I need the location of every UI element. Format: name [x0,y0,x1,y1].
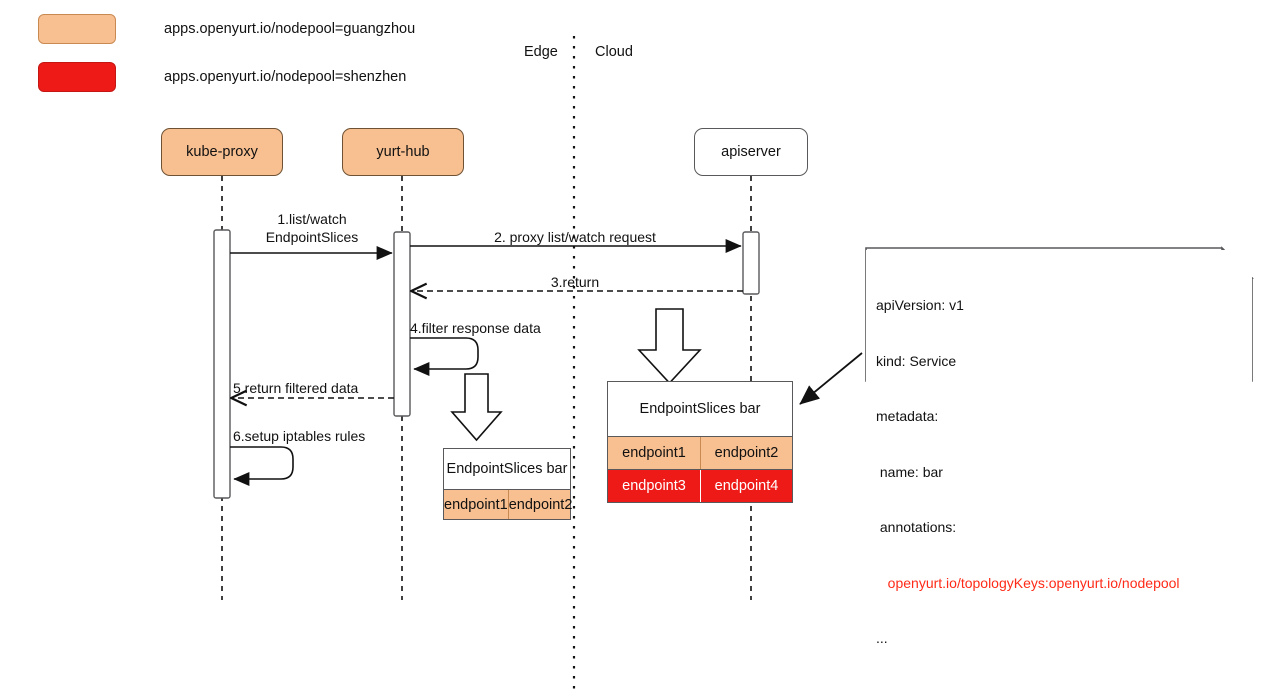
message-label-6-line1: 6.setup iptables rules [233,428,366,444]
message-label-4: 4.filter response data [410,320,541,338]
endpointslices-cloud-cell-2-1: endpoint3 [622,478,686,494]
actor-label-yurt-hub: yurt-hub [376,144,430,160]
message-label-5: 5.return filtered data [233,380,358,398]
message-label-3: 3.return [551,274,599,292]
yaml-note: apiVersion: v1 kind: Service metadata: n… [866,250,1252,691]
message-label-1: 1.list/watch EndpointSlices [266,211,359,246]
endpointslices-edge-title: EndpointSlices bar [446,461,568,477]
yaml-note-line-4: name: bar [876,463,943,480]
actor-yurt-hub[interactable]: yurt-hub [342,128,464,176]
message-arrow-4 [410,337,479,377]
legend-label-guangzhou: apps.openyurt.io/nodepool=guangzhou [164,21,416,37]
activation-bar-kube-proxy [213,229,231,499]
legend-item-shenzhen: apps.openyurt.io/nodepool=shenzhen [38,62,406,92]
message-label-5-line1: 5.return filtered data [233,380,359,396]
message-arrow-6 [230,446,294,487]
yaml-note-line-3: metadata: [876,408,939,424]
endpointslices-table-cloud: EndpointSlices bar endpoint1 endpoint2 e… [607,381,793,503]
yaml-note-line-1: apiVersion: v1 [876,297,964,313]
endpointslices-cloud-title: EndpointSlices bar [639,401,761,417]
message-label-1-line1: 1.list/watch [277,211,347,227]
legend-swatch-shenzhen [38,62,116,92]
endpointslices-cloud-cell-1-1: endpoint1 [622,445,686,461]
yaml-note-line-7: ... [876,630,888,646]
message-label-3-line1: 3.return [550,274,600,290]
endpointslices-cloud-row-2: endpoint3 endpoint4 [608,469,792,502]
message-label-2-line1: 2. proxy list/watch request [494,229,656,245]
endpointslices-edge-cell-1-1: endpoint1 [444,496,508,513]
message-label-2: 2. proxy list/watch request [494,229,656,247]
legend-item-guangzhou: apps.openyurt.io/nodepool=guangzhou [38,14,415,44]
endpointslices-cloud-cell-1-2: endpoint2 [700,437,792,469]
activation-bar-apiserver [742,231,760,295]
actor-label-kube-proxy: kube-proxy [186,144,258,160]
actor-kube-proxy[interactable]: kube-proxy [161,128,283,176]
yaml-note-line-5: annotations: [876,519,957,535]
zone-label-cloud: Cloud [595,44,633,60]
note-pointer-arrow [799,352,863,405]
block-arrow-edge [450,373,503,442]
message-label-6: 6.setup iptables rules [233,428,365,446]
endpointslices-table-edge: EndpointSlices bar endpoint1 endpoint2 [443,448,572,520]
message-label-4-line1: 4.filter response data [410,320,541,336]
legend-label-shenzhen: apps.openyurt.io/nodepool=shenzhen [164,69,407,85]
actor-apiserver[interactable]: apiserver [694,128,808,176]
yaml-note-line-2: kind: Service [876,352,957,369]
block-arrow-cloud [637,308,702,385]
zone-label-edge: Edge [524,44,558,60]
endpointslices-cloud-cell-2-2: endpoint4 [700,470,792,502]
activation-bar-yurt-hub [393,231,411,417]
endpointslices-edge-row-1: endpoint1 endpoint2 [444,489,572,519]
message-label-1-line2: EndpointSlices [265,228,359,245]
yaml-note-line-6: openyurt.io/topologyKeys:openyurt.io/nod… [876,574,1180,591]
legend-swatch-guangzhou [38,14,116,44]
endpointslices-edge-cell-1-2: endpoint2 [507,490,572,519]
endpointslices-cloud-row-1: endpoint1 endpoint2 [608,436,792,469]
actor-label-apiserver: apiserver [721,144,781,160]
